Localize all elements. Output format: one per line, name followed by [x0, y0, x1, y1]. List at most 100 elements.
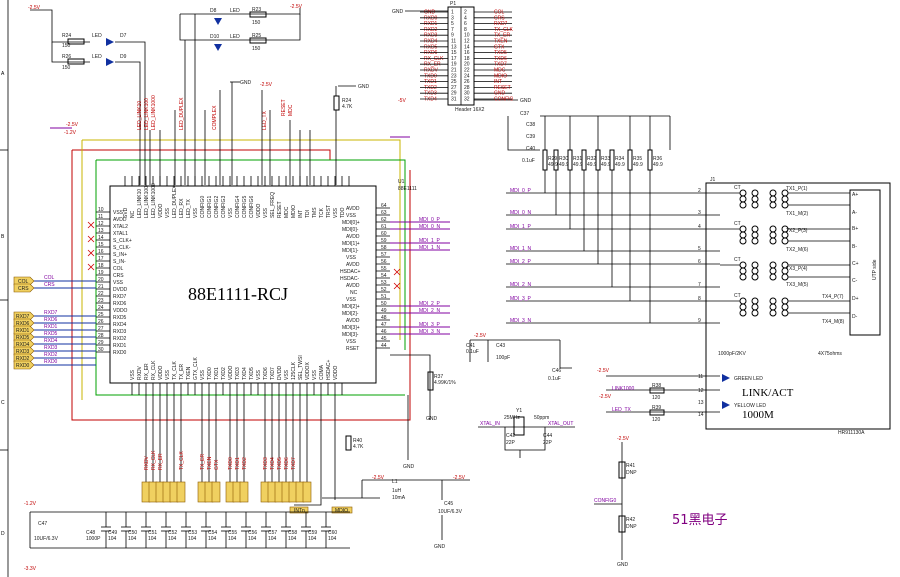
coil-secondary — [751, 225, 759, 233]
cap-c39: C39 — [526, 134, 535, 140]
header-right-pin: 10 — [464, 33, 470, 39]
rpin-name-3: MDI[0]- — [342, 227, 359, 233]
header-right-pin: 6 — [464, 21, 467, 27]
svg-text:HSDAC+: HSDAC+ — [326, 359, 332, 380]
rpin-num-4: 60 — [381, 231, 387, 237]
cap-val: 0.1uF — [522, 158, 535, 164]
lpin-name-1: AVDD — [113, 217, 127, 223]
choke-b — [781, 297, 789, 305]
svg-text:RX_ER: RX_ER — [144, 363, 150, 380]
bypass-row: C49104C50104C51104C52104C53104C54104C551… — [101, 512, 337, 548]
port-rxd4 — [13, 339, 35, 349]
lpin-name-3: XTAL1 — [113, 231, 128, 237]
term-resistor-val: 49.9 — [653, 162, 663, 168]
header-left-pin: 11 — [451, 39, 456, 45]
term-resistor-val: 49.9 — [573, 162, 583, 168]
led-d8-label: LED — [230, 8, 240, 14]
mag-pin-9: 9 — [698, 318, 701, 324]
header-left-pin: 31 — [451, 97, 457, 103]
header-left-pin: 23 — [451, 73, 457, 79]
bypass-rail: -1.2V — [24, 501, 37, 507]
net-rxd4-label: RXD4 — [44, 338, 58, 344]
led-control: -2.5V -2.5V LINK1000 R38 120 LED_TX R39 … — [466, 333, 720, 423]
bypass-val: 104 — [208, 536, 217, 542]
rpin-name-14: MDI[2]+ — [342, 304, 360, 310]
rpin-name-15: MDI[2]- — [342, 311, 359, 317]
coil-primary — [739, 261, 747, 269]
svg-text:VDDO: VDDO — [158, 365, 164, 380]
mdi-wiring: MDI_0_P MDI_0_N MDI_1_P MDI_1_N MDI_2_P … — [506, 111, 720, 324]
crystal-in: XTAL_IN — [480, 421, 500, 427]
phy-chip: U1 88E1111 88E1111-RCJ SVD NC LED_LINK10… — [87, 176, 456, 422]
coil-primary — [739, 225, 747, 233]
header-right-label: TXD7 — [494, 62, 507, 68]
crystal-c2: C44 — [543, 433, 552, 439]
coil-primary — [739, 231, 747, 239]
res-r40-val: 4.7K — [353, 444, 364, 450]
coil-primary — [739, 273, 747, 281]
net-crs-label: CRS — [44, 282, 55, 288]
svg-text:LED_LINK100: LED_LINK100 — [144, 186, 150, 218]
led-r23-ref: R23 — [252, 7, 261, 13]
rpin-num-6: 58 — [381, 245, 387, 251]
header-left-pin: 27 — [451, 85, 457, 91]
svg-text:TCK: TCK — [319, 207, 325, 218]
port-rxd1 — [13, 325, 35, 335]
magnetics-led1: GREEN LED — [734, 376, 763, 382]
lpin-num-2: 12 — [98, 221, 104, 227]
header-right-pin: 2 — [464, 10, 467, 16]
svg-text:VSS: VSS — [333, 207, 339, 218]
svg-text:TMS: TMS — [312, 207, 318, 218]
port-rxd7 — [13, 311, 35, 321]
gnd-label-top1: GND — [240, 80, 252, 86]
bypass-val: 104 — [328, 536, 337, 542]
lpin-name-19: RXD1 — [113, 343, 127, 349]
mag-tap-6: TX4_P(7) — [822, 294, 844, 300]
magnetics-j1: J1 HR911130A UTP side 1000pF/2KV 4X75ohm… — [698, 177, 891, 436]
cap-rail: -2.5V — [474, 333, 487, 339]
mag-pin-7: 7 — [698, 282, 701, 288]
coil-primary — [739, 237, 747, 245]
term-resistor — [627, 149, 633, 171]
magnetics-ref: J1 — [710, 177, 716, 183]
svg-text:TXEN: TXEN — [186, 366, 192, 380]
header-right-label: COL — [494, 10, 505, 16]
svg-text:TX_ER: TX_ER — [179, 363, 185, 380]
crystal-ref: Y1 — [516, 408, 522, 414]
header-left-label: RXD3 — [424, 33, 438, 39]
mag-pin-4: 4 — [698, 224, 701, 230]
transformer-coils — [720, 189, 850, 317]
port-rxd4-label: RXD4 — [16, 342, 30, 348]
svg-text:CONFIG3: CONFIG3 — [221, 196, 227, 218]
port-intn — [289, 506, 309, 514]
svg-text:VSS: VSS — [165, 369, 171, 380]
bport-net-8: TXD1 — [235, 457, 241, 470]
header-right-label: TXEN — [494, 39, 508, 45]
rpin-name-6: MDI[1]- — [342, 248, 359, 254]
lpin-num-19: 29 — [98, 340, 104, 346]
led-d8-icon — [214, 18, 222, 25]
border-row-d: D — [1, 531, 5, 537]
res-r40-ref: R40 — [353, 438, 362, 444]
cap-c46-val: 0.1uF — [548, 376, 561, 382]
bypass-val: 104 — [308, 536, 317, 542]
header-right-label: INT — [494, 79, 502, 85]
header-right-pin: 32 — [464, 97, 470, 103]
term-resistor — [647, 149, 653, 171]
chip-part-number: 88E1111-RCJ — [188, 284, 288, 304]
led-ctrl-ref-1: R39 — [652, 405, 661, 411]
header-right-pin: 28 — [464, 85, 470, 91]
chip-net-mdi0p: MDI_0_P — [419, 217, 441, 223]
svg-text:VSS: VSS — [263, 207, 269, 218]
header-right-pin: 24 — [464, 73, 470, 79]
rpin-name-9: HSDAC+ — [340, 269, 361, 275]
config-net: CONFIG0 — [594, 498, 616, 504]
left-port-group: COL COL CRS CRS RXD7 RXD7 RXD6 RXD6 RXD5… — [13, 122, 96, 370]
term-resistor-ref: R30 — [559, 156, 568, 162]
rpin-name-13: VSS — [346, 297, 357, 303]
header-p1: P1 Header 16X2 GND -5V GND — [392, 1, 532, 113]
mag-pin-6: 6 — [698, 259, 701, 265]
mag-rpin-0: A+ — [852, 192, 858, 198]
bypass-ref: C50 — [128, 530, 137, 536]
